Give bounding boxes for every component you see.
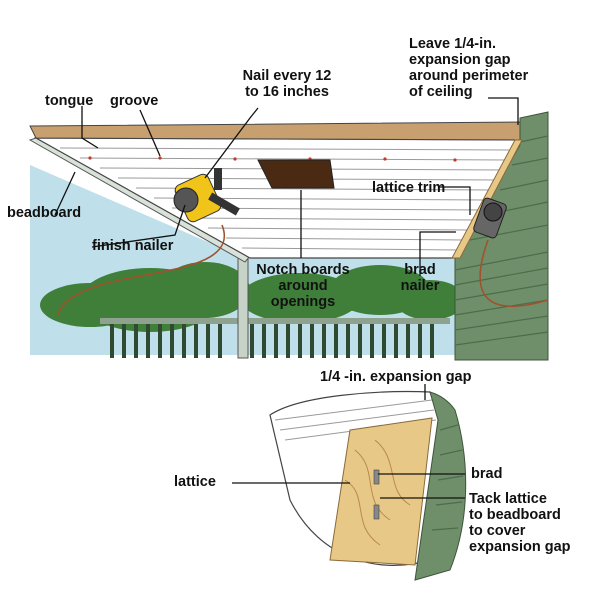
label-leave-gap-line4: of ceiling <box>409 84 473 100</box>
brad-nailer-cord <box>479 239 549 308</box>
label-nail-every: Nail every 12 to 16 inches <box>212 68 362 100</box>
label-beadboard: beadboard <box>7 205 82 221</box>
label-brad-nailer-line1: brad <box>404 262 436 278</box>
trees <box>40 262 465 332</box>
porch-post <box>237 257 249 359</box>
detail-brads <box>373 469 380 520</box>
label-brad-nailer: brad nailer <box>392 262 448 294</box>
label-brad-nailer-line2: nailer <box>400 278 440 294</box>
label-notch-boards: Notch boards around openings <box>248 262 358 310</box>
label-tack-lattice-line2: to beadboard <box>469 507 561 523</box>
detail-siding <box>414 391 467 581</box>
label-leave-gap-line1: Leave 1/4-in. <box>409 36 497 52</box>
nail-marks <box>88 156 457 162</box>
label-notch-boards-line1: Notch boards <box>256 262 350 278</box>
detail-lattice-board <box>329 417 433 566</box>
label-finish-nailer: finish nailer <box>92 238 174 254</box>
label-tack-lattice-line1: Tack lattice <box>469 491 547 507</box>
label-groove: groove <box>110 93 159 109</box>
label-notch-boards-line3: openings <box>270 294 336 310</box>
leader-lines <box>54 97 519 499</box>
label-tongue: tongue <box>45 93 94 109</box>
finish-nailer-tool <box>173 168 240 223</box>
siding-wall <box>454 111 549 361</box>
label-expansion-gap-detail: 1/4 -in. expansion gap <box>320 369 472 385</box>
label-leave-gap: Leave 1/4-in. expansion gap around perim… <box>409 36 528 100</box>
porch-railing <box>100 318 450 358</box>
label-leave-gap-line3: around perimeter <box>409 68 529 84</box>
label-lattice: lattice <box>174 474 216 490</box>
label-tack-lattice-line4: expansion gap <box>469 539 571 555</box>
finish-nailer-cord <box>57 224 226 316</box>
label-leave-gap-line2: expansion gap <box>409 52 511 68</box>
brad-nailer-tool <box>473 197 507 239</box>
label-notch-boards-line2: around <box>278 278 328 294</box>
label-tack-lattice-line3: to cover <box>469 523 526 539</box>
porch-scene <box>28 111 549 361</box>
fascia-band <box>29 121 529 141</box>
siding-lines <box>454 135 549 346</box>
label-nail-every-line2: to 16 inches <box>245 84 329 100</box>
label-lattice-trim: lattice trim <box>372 180 446 196</box>
label-tack-lattice: Tack lattice to beadboard to cover expan… <box>469 491 571 555</box>
detail-siding-lines <box>431 424 464 531</box>
label-nail-every-line1: Nail every 12 <box>242 68 332 84</box>
ceiling-opening <box>257 159 335 189</box>
label-brad: brad <box>471 466 503 482</box>
detail-view <box>269 391 467 581</box>
